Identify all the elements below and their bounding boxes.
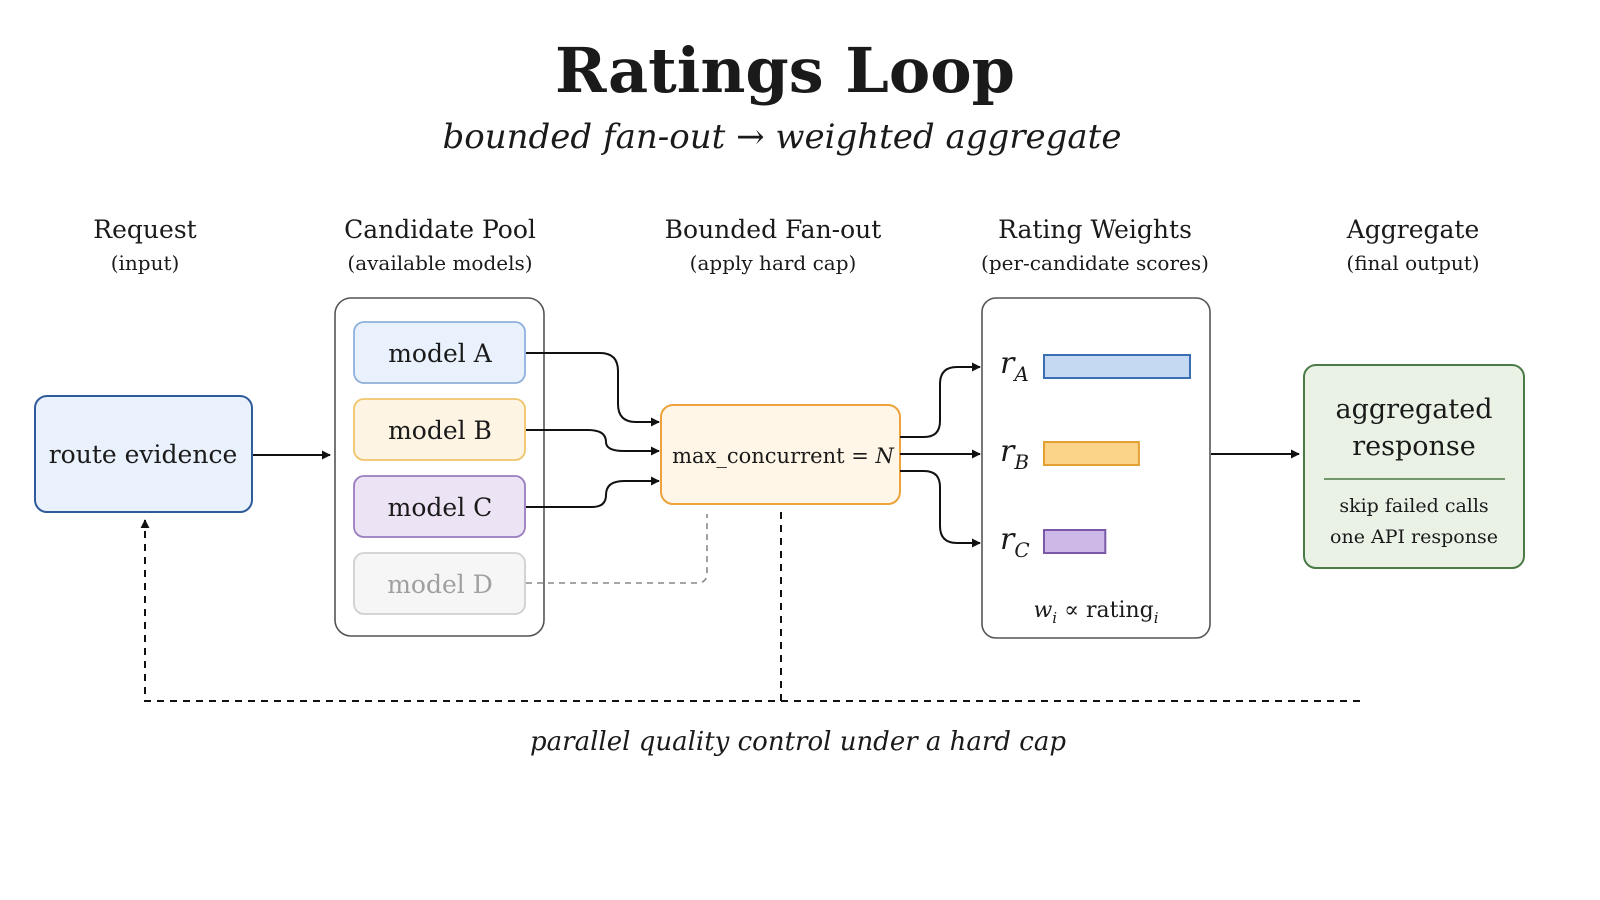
model-d-label: model D	[387, 570, 493, 599]
diagram-subtitle: bounded fan-out → weighted aggregate	[443, 117, 1122, 157]
connectors	[140, 352, 1360, 702]
rating-b-r: r	[1000, 434, 1016, 469]
model-a-label: model A	[388, 339, 492, 368]
subheading-bounded-fanout: (apply hard cap)	[690, 251, 857, 275]
aggregate-note-line1: skip failed calls	[1339, 495, 1488, 517]
heading-request: Request	[93, 215, 196, 244]
model-d-node[interactable]: model D	[353, 552, 526, 615]
model-c-box	[353, 475, 526, 538]
model-b-box	[353, 398, 526, 461]
rating-c-symbol: rC	[1000, 522, 1030, 562]
fanout-node[interactable]: max_concurrent = N	[660, 404, 901, 505]
model-a-box	[353, 321, 526, 384]
request-node-label: route evidence	[49, 440, 238, 469]
formula-lhs-sub: i	[1052, 609, 1057, 627]
rating-b-symbol: rB	[1000, 434, 1029, 474]
heading-candidate-pool: Candidate Pool	[344, 215, 536, 244]
model-c-label: model C	[388, 493, 493, 522]
aggregate-label-line2: response	[1352, 431, 1476, 462]
column-headings: Request (input) Candidate Pool (availabl…	[93, 215, 1479, 275]
subheading-aggregate: (final output)	[1346, 251, 1479, 275]
fanout-label-text: max_concurrent =	[672, 444, 875, 468]
weight-formula: wi ∝ ratingi	[1033, 598, 1158, 627]
rating-a-r: r	[1000, 346, 1016, 381]
rating-bar-c	[1043, 529, 1107, 554]
heading-aggregate: Aggregate	[1346, 215, 1480, 244]
model-d-box	[353, 552, 526, 615]
arrow-fanout-to-rating-a	[900, 362, 981, 438]
rating-bar-b	[1043, 441, 1140, 466]
arrow-model-b-to-fanout	[526, 429, 660, 456]
formula-lhs: w	[1033, 598, 1052, 623]
rating-row-b: rB	[1000, 434, 1140, 474]
rating-a-subscript: A	[1012, 362, 1028, 386]
heading-bounded-fanout: Bounded Fan-out	[665, 215, 882, 244]
subheading-request: (input)	[111, 251, 180, 275]
model-a-node[interactable]: model A	[353, 321, 526, 384]
request-node-box	[34, 395, 253, 513]
feedback-loop-line	[140, 519, 1360, 702]
model-c-node[interactable]: model C	[353, 475, 526, 538]
request-node[interactable]: route evidence	[34, 395, 253, 513]
rating-b-subscript: B	[1013, 450, 1029, 474]
arrow-model-a-to-fanout	[526, 352, 660, 427]
aggregate-label-line1: aggregated	[1335, 394, 1492, 425]
subheading-candidate-pool: (available models)	[347, 251, 532, 275]
rating-weights-panel	[981, 297, 1211, 639]
arrow-model-c-to-fanout	[526, 476, 660, 508]
rating-row-a: rA	[1000, 346, 1191, 386]
model-b-node[interactable]: model B	[353, 398, 526, 461]
rating-c-r: r	[1000, 522, 1016, 557]
formula-op: ∝ rating	[1057, 598, 1154, 623]
line-model-d-excluded	[526, 514, 708, 584]
rating-a-symbol: rA	[1000, 346, 1029, 386]
rating-bar-a	[1043, 354, 1191, 379]
fanout-label-var: N	[875, 444, 895, 468]
diagram-title: Ratings Loop	[555, 34, 1015, 107]
heading-rating-weights: Rating Weights	[998, 215, 1192, 244]
diagram-caption: parallel quality control under a hard ca…	[530, 727, 1066, 757]
rating-row-c: rC	[1000, 522, 1107, 562]
model-b-label: model B	[388, 416, 492, 445]
rating-c-subscript: C	[1014, 538, 1029, 562]
aggregate-note-line2: one API response	[1330, 526, 1498, 548]
aggregate-box	[1303, 364, 1525, 569]
formula-rhs-sub: i	[1154, 609, 1159, 627]
fanout-label: max_concurrent = N	[672, 444, 894, 468]
subheading-rating-weights: (per-candidate scores)	[981, 251, 1209, 275]
aggregate-node[interactable]: aggregated response skip failed calls on…	[1303, 364, 1525, 569]
arrow-fanout-to-rating-c	[900, 470, 981, 548]
